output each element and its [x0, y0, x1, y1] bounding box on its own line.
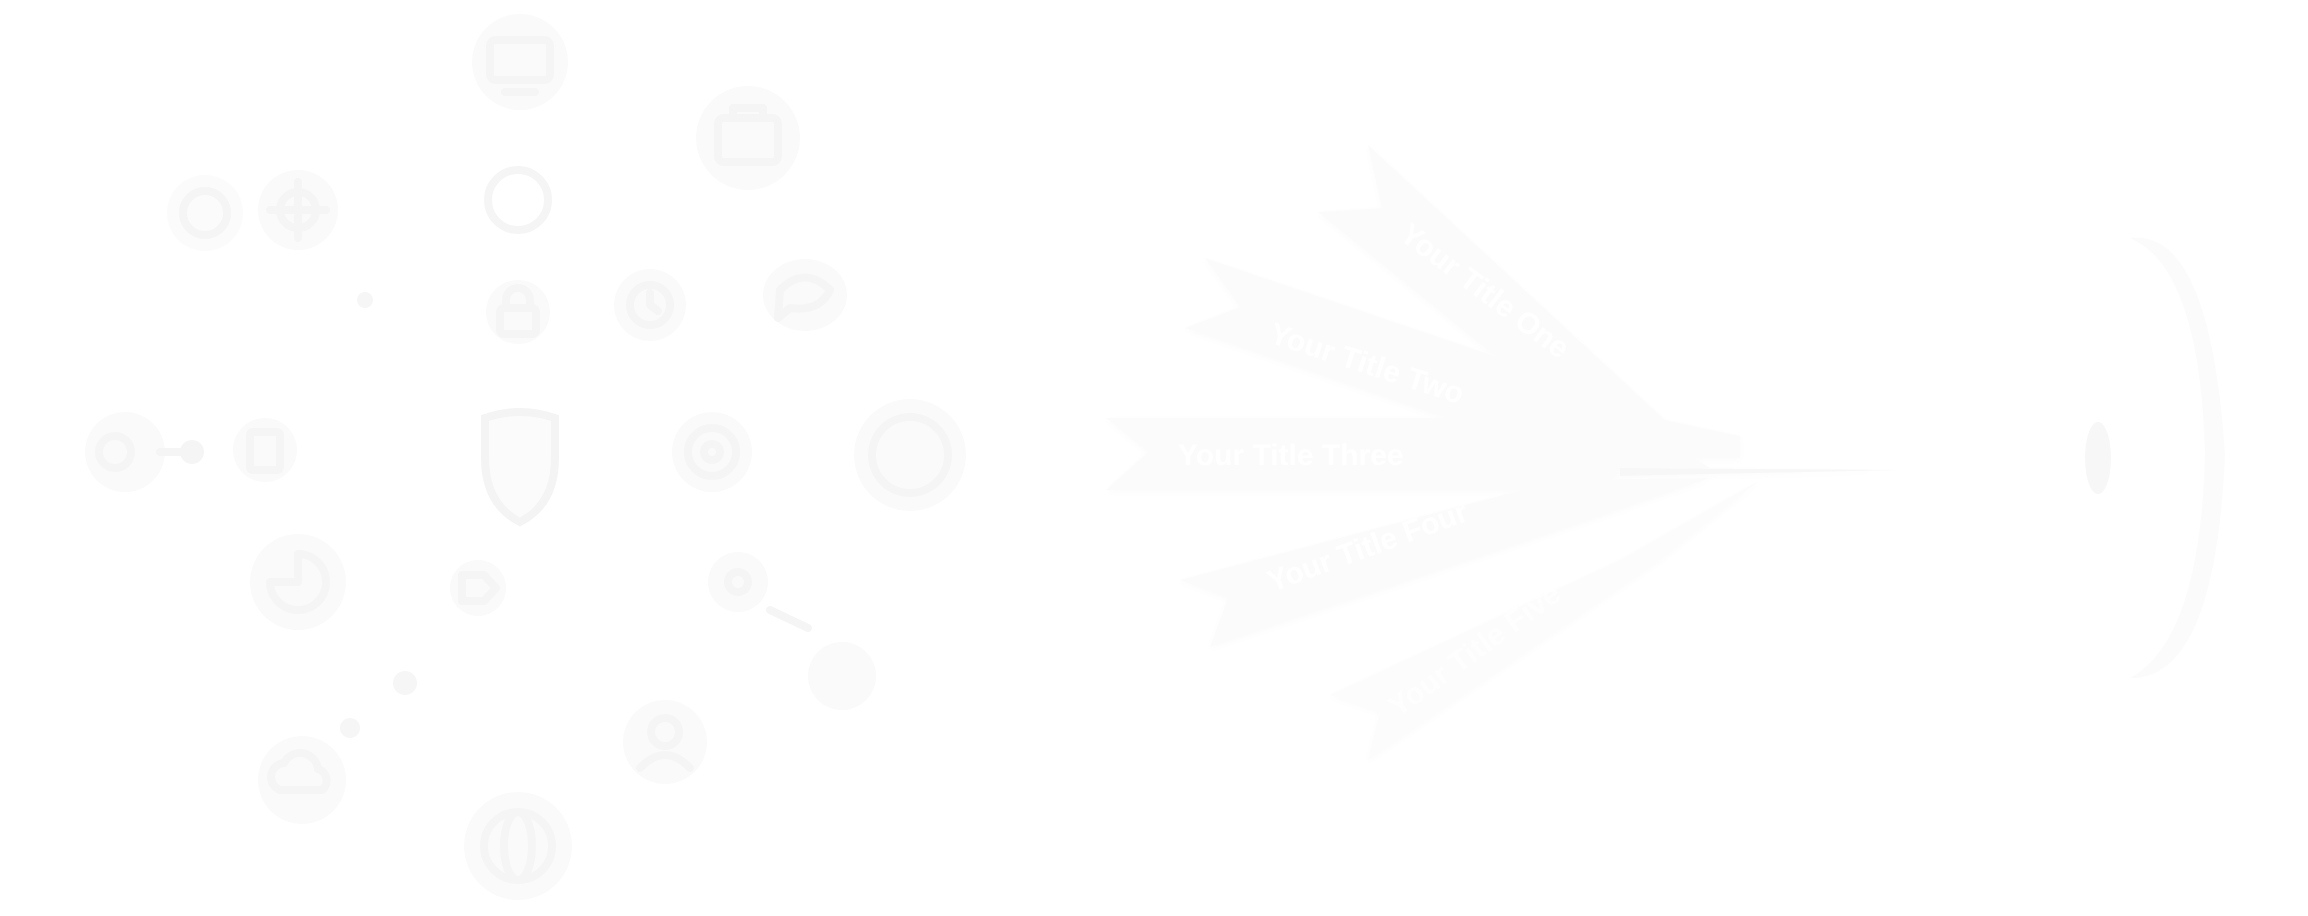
- lock-icon: [486, 280, 550, 344]
- ribbon-label-three: Your Title Three: [1178, 439, 1404, 472]
- wide-circle-icon: [167, 175, 243, 251]
- user-icon: [623, 700, 707, 784]
- lens-pupil: [2085, 422, 2111, 494]
- convergence-line: [1620, 468, 1900, 476]
- monitor-icon: [472, 14, 568, 110]
- ribbon-four: [1180, 478, 1710, 647]
- lens-shape: [2085, 237, 2225, 679]
- ribbon-two: [1185, 258, 1710, 468]
- dot-icon: [357, 292, 373, 308]
- briefcase-icon: [696, 86, 800, 190]
- document-icon: [233, 418, 297, 482]
- ribbon-one: [1318, 145, 1740, 458]
- ribbon-group: Your Title One Your Title Two Your Title…: [1106, 145, 1900, 760]
- cloud-icon: [258, 671, 417, 824]
- clock-icon: [614, 269, 686, 341]
- globe-icon: [464, 792, 572, 900]
- chat-icon: [763, 259, 847, 331]
- shield-icon: [481, 408, 559, 527]
- pie-chart-icon: [250, 534, 346, 630]
- icon-cluster: [85, 14, 966, 900]
- target-icon: [672, 412, 752, 492]
- small-ring-icon: [484, 166, 552, 234]
- gear-icon: [258, 170, 338, 250]
- ribbon-label-five: Your Title Five: [1383, 577, 1567, 724]
- circle-icon: [854, 399, 966, 511]
- lens-arc: [2130, 237, 2225, 679]
- link-icon: [85, 412, 204, 492]
- ribbon-five: [1330, 480, 1760, 760]
- tag-icon: [450, 560, 506, 616]
- network-icon: [708, 552, 876, 710]
- ribbon-three: [1106, 418, 1640, 490]
